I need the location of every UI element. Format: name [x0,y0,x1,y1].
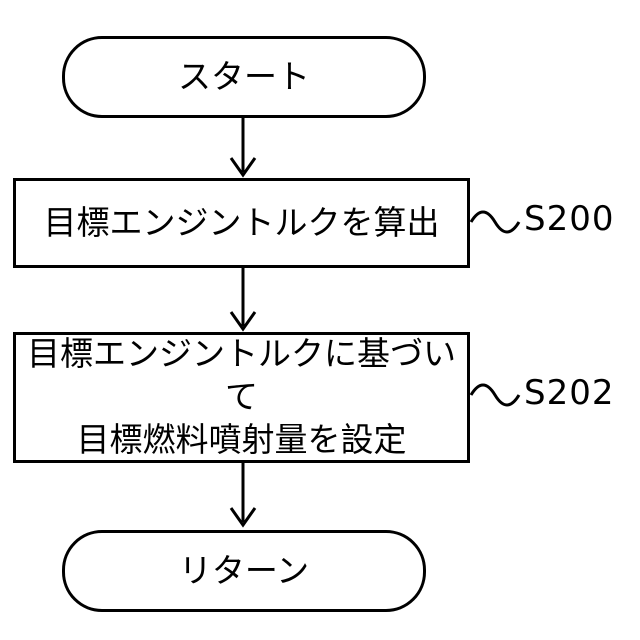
arrow-s202-to-end [231,463,255,525]
end-label: リターン [179,550,309,593]
start-terminal: スタート [62,36,426,118]
process-box-s202: 目標エンジントルクに基づいて 目標燃料噴射量を設定 [13,332,470,463]
process-box-s200: 目標エンジントルクを算出 [13,178,470,268]
arrow-start-to-s200 [231,118,255,175]
process-text-s202-line2: 目標燃料噴射量を設定 [16,419,467,462]
step-id-s200: S200 [524,199,614,239]
process-text-s200: 目標エンジントルクを算出 [44,202,440,245]
arrow-s200-to-s202 [231,268,255,329]
process-text-s202-line1: 目標エンジントルクに基づいて [16,333,467,419]
leader-line-s200 [471,212,519,232]
end-terminal: リターン [62,530,426,612]
leader-line-s202 [471,385,519,405]
start-label: スタート [178,56,310,99]
step-id-s202: S202 [524,373,614,413]
